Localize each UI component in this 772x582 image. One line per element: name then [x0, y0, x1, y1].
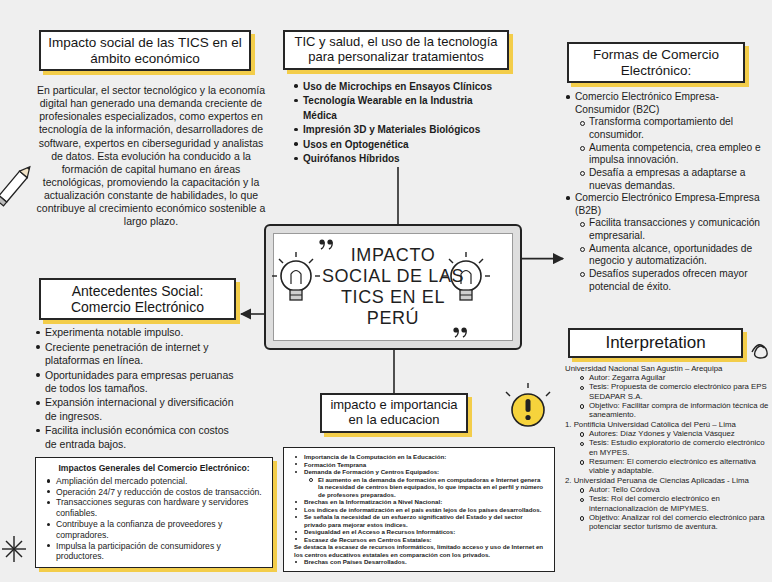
- list-item: Impulsa la participación de consumidores…: [44, 541, 264, 563]
- section-group: Antecedentes Social: Comercio Electrónic…: [33, 278, 241, 451]
- list-item: Demanda de Formación y Centros Equipados…: [292, 468, 546, 476]
- exclamation-icon: [506, 383, 550, 426]
- connector-line: [397, 167, 399, 224]
- list-item: Comercio Electrónico Empresa-Consumidor …: [563, 91, 770, 116]
- list-item: Creciente penetración de internet y plat…: [33, 341, 241, 368]
- sub-list-item: Objetivo: Analizar rol del comercio elec…: [577, 513, 770, 532]
- list-item: Usos en Optogenética: [291, 138, 513, 153]
- list-line: 1. Pontificia Universidad Católica del P…: [563, 420, 770, 429]
- heading-box: impacto e importancia en la educacion: [320, 393, 468, 433]
- list-item: Uso de Microchips en Ensayos Clínicos: [291, 80, 513, 95]
- sub-list-item: Transforma comportamiento del consumidor…: [577, 116, 770, 141]
- list-item: Experimenta notable impulso.: [33, 326, 241, 339]
- star-doodle: [2, 536, 26, 562]
- section-group: TIC y salud, el uso de la tecnología par…: [283, 30, 513, 167]
- sub-list-item: El aumento en la demanda de formación en…: [306, 476, 546, 499]
- pencil-icon: [0, 163, 34, 205]
- spiral-doodle: [752, 345, 767, 358]
- list-item: Oportunidades para empresas peruanas de …: [33, 369, 241, 396]
- list-item: Brechas en la Informatización a Nivel Na…: [292, 498, 546, 506]
- sub-list-item: Autor: Tello Córdova: [577, 485, 770, 494]
- sub-list-item: Autores: Díaz Ydones y Valencia Vásquez: [577, 429, 770, 438]
- heading-text: impacto e importancia en la educacion: [320, 393, 468, 433]
- connector-line: [393, 350, 395, 393]
- heading-text: Interpretation: [568, 328, 743, 358]
- list-line: Se destaca la escasez de recursos inform…: [292, 543, 546, 558]
- bordered-box: Importancia de la Computación en la Educ…: [283, 447, 555, 572]
- list-item: Expansión internacional y diversificació…: [33, 396, 241, 423]
- connector-line: [241, 313, 264, 315]
- list-item: Quirófanos Híbridos: [291, 152, 513, 167]
- list-line: Universidad Nacional San Agustín – Arequ…: [563, 364, 770, 373]
- list-item: Escasez de Recursos en Centros Estatales…: [292, 536, 546, 544]
- sub-list-item: Objetivo: Facilitar compra de informació…: [577, 401, 770, 420]
- paragraph-text: En particular, el sector tecnológico y l…: [33, 84, 269, 228]
- list-item: Importancia de la Computación en la Educ…: [292, 453, 546, 461]
- list-item: Facilita inclusión económica con costos …: [33, 424, 241, 451]
- list-item: Brechas con Países Desarrollados.: [292, 558, 546, 566]
- sub-list-item: Tesis: Propuesta de comercio electrónico…: [577, 382, 770, 401]
- section-group: Impacto social de las TICS en el ámbito …: [33, 30, 269, 228]
- section-group: InterpretationUniversidad Nacional San A…: [563, 328, 770, 532]
- list-item: Contribuye a la confianza de proveedores…: [44, 519, 264, 541]
- heading-text: Formas de Comercio Electrónico:: [567, 42, 745, 83]
- list-item: Operación 24/7 y reducción de costos de …: [44, 487, 264, 498]
- list-item: Comercio Electrónico Empresa-Empresa (B2…: [563, 192, 770, 217]
- heading-text: TIC y salud, el uso de la tecnología par…: [283, 30, 509, 70]
- sub-list-item: Facilita transacciones y comunicación em…: [577, 217, 770, 242]
- central-title: IMPACTO SOCIAL DE LAS TICS EN EL PERÚ: [315, 245, 471, 330]
- list-line: 2. Universidad Peruana de Ciencias Aplic…: [563, 476, 770, 485]
- connector-line: [522, 258, 563, 260]
- list-item: Los índices de informatización en el paí…: [292, 506, 546, 514]
- list-item: Impresión 3D y Materiales Biológicos: [291, 123, 513, 138]
- list-item: Se señala la necesidad de un esfuerzo si…: [292, 513, 546, 528]
- sub-list-item: Resumen: El comercio electrónico es alte…: [577, 457, 770, 476]
- sub-list-item: Desafía a empresas a adaptarse a nuevas …: [577, 167, 770, 192]
- heading-text: Impacto social de las TICS en el ámbito …: [39, 30, 251, 71]
- sub-list-item: Desafíos superados ofrecen mayor potenci…: [577, 268, 770, 293]
- heading-text: Antecedentes Social: Comercio Electrónic…: [39, 278, 236, 320]
- sub-list-item: Aumenta competencia, crea empleo e impul…: [577, 142, 770, 167]
- list-item: Ampliación del mercado potencial.: [44, 476, 264, 487]
- sub-list-item: Aumenta alcance, oportunidades de negoci…: [577, 243, 770, 268]
- list-item: Tecnología Wearable en la Industria Médi…: [291, 94, 513, 123]
- bordered-box: Impactos Generales del Comercio Electrón…: [35, 457, 273, 568]
- list-item: Transacciones seguras con hardware y ser…: [44, 497, 264, 519]
- lightbulb-icon: [272, 252, 320, 300]
- sub-list-item: Tesis: Estudio exploratorio de comercio …: [577, 438, 770, 457]
- sub-list-item: Tesis: Rol del comercio electrónico en i…: [577, 494, 770, 513]
- sub-list-item: Autor: Zegarra Aguilar: [577, 373, 770, 382]
- box-title: Impactos Generales del Comercio Electrón…: [44, 463, 264, 474]
- list-item: Formación Temprana: [292, 461, 546, 469]
- list-item: Desigualdad en el Acceso a Recursos Info…: [292, 528, 546, 536]
- section-group: Formas de Comercio Electrónico: Comercio …: [563, 42, 770, 293]
- central-topic: IMPACTO SOCIAL DE LAS TICS EN EL PERÚ: [264, 224, 522, 350]
